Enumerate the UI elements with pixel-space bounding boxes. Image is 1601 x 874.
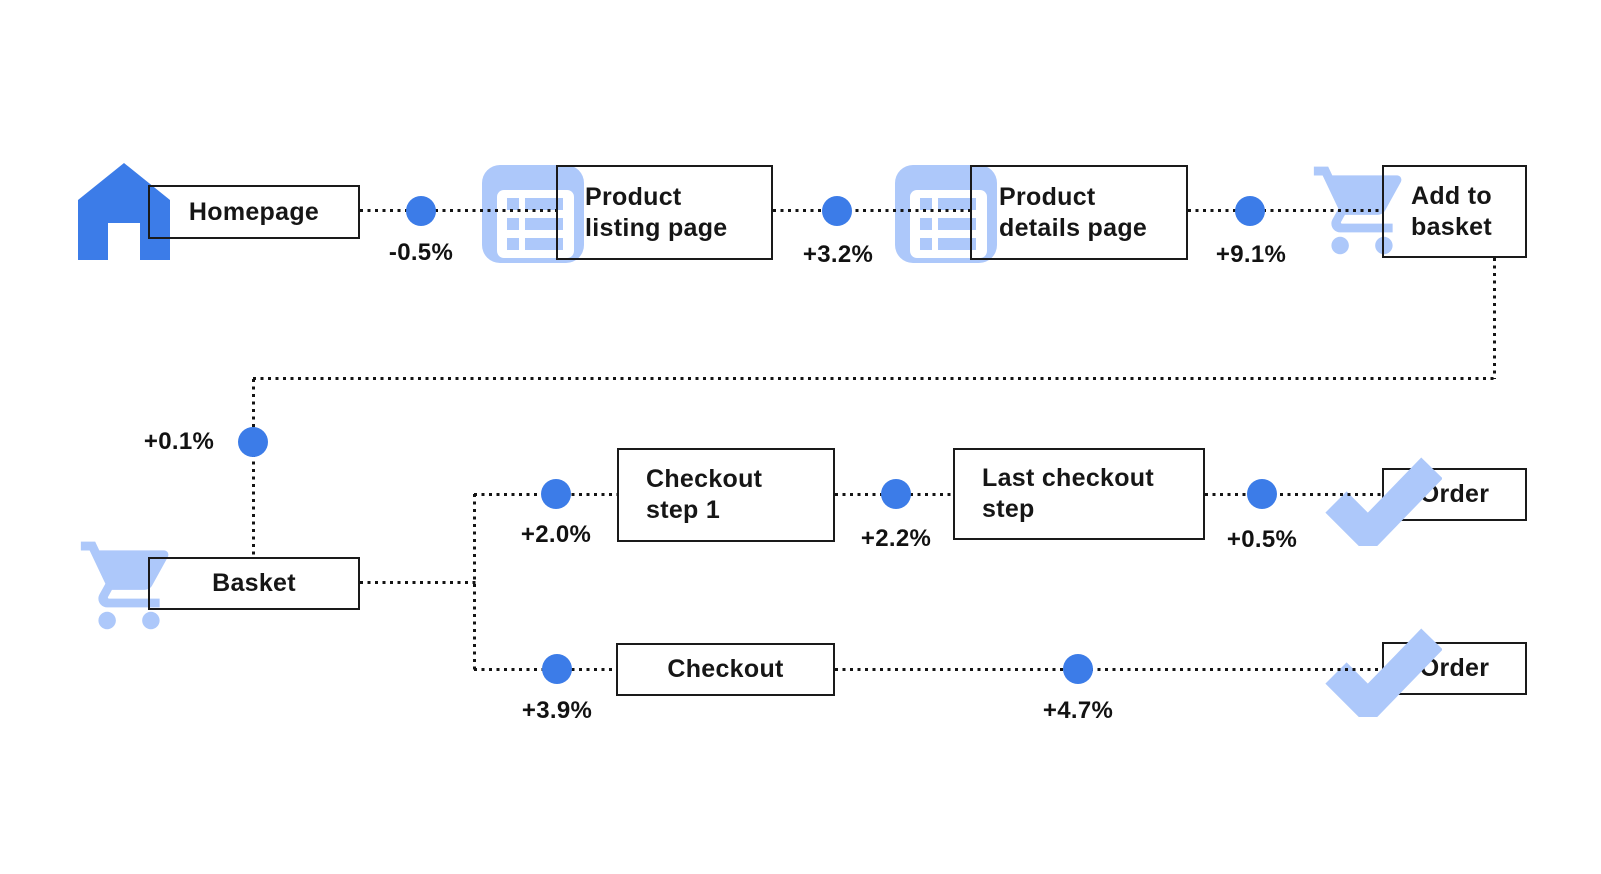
delta-label-listing-details: +3.2% — [802, 241, 874, 268]
node-add-to-basket: Add to basket — [1382, 165, 1527, 258]
node-homepage: Homepage — [148, 185, 360, 239]
conversion-dot — [1235, 196, 1265, 226]
node-label: Product — [585, 182, 682, 211]
connector-down-to-basket — [252, 379, 255, 557]
connector-listing-details — [773, 209, 970, 212]
home-icon — [78, 163, 170, 260]
delta-label-checkout-order: +4.7% — [1042, 697, 1114, 724]
delta-label-step1-laststep: +2.2% — [860, 525, 932, 552]
node-checkout: Checkout — [616, 643, 835, 696]
delta-label-details-addbasket: +9.1% — [1215, 241, 1287, 268]
node-label: Checkout — [667, 655, 784, 683]
node-label: listing page — [585, 213, 728, 242]
delta-label-addbasket-basket: +0.1% — [143, 428, 215, 455]
node-basket: Basket — [148, 557, 360, 610]
conversion-dot — [542, 654, 572, 684]
connector-homepage-listing — [360, 209, 556, 212]
node-label: basket — [1411, 212, 1493, 241]
node-label: Basket — [212, 569, 296, 597]
connector-laststep-order — [1205, 493, 1382, 496]
connector-branch-vertical — [473, 494, 476, 670]
node-label: Last checkout — [982, 464, 1155, 492]
conversion-dot — [406, 196, 436, 226]
cart-icon — [80, 541, 169, 630]
conversion-dot — [238, 427, 268, 457]
node-last-checkout-step: Last checkout step — [953, 448, 1205, 540]
delta-label-homepage-listing: -0.5% — [388, 239, 454, 266]
node-label: step — [982, 495, 1035, 523]
node-label: Homepage — [188, 197, 320, 226]
node-product-listing-page: Product listing page — [556, 165, 773, 260]
delta-label-basket-step1: +2.0% — [520, 521, 592, 548]
node-product-details-page: Product details page — [970, 165, 1188, 260]
conversion-dot — [1247, 479, 1277, 509]
connector-addbasket-basket-horizontal — [253, 377, 1495, 380]
node-label: Add to — [1411, 181, 1492, 210]
connector-addbasket-down — [1493, 258, 1496, 379]
delta-label-basket-checkout: +3.9% — [521, 697, 593, 724]
node-label: Checkout — [646, 465, 763, 493]
connector-details-addbasket — [1188, 209, 1382, 212]
node-label: step 1 — [646, 496, 721, 524]
list-icon — [482, 165, 584, 263]
node-label: Product — [999, 182, 1096, 211]
check-icon — [1325, 457, 1442, 546]
conversion-dot — [541, 479, 571, 509]
connector-checkout-order — [835, 668, 1382, 671]
conversion-dot — [881, 479, 911, 509]
connector-basket-branch — [360, 581, 476, 584]
delta-label-laststep-order: +0.5% — [1226, 526, 1298, 553]
node-checkout-step-1: Checkout step 1 — [617, 448, 835, 542]
conversion-dot — [822, 196, 852, 226]
node-label: details page — [999, 213, 1148, 242]
conversion-dot — [1063, 654, 1093, 684]
check-icon — [1325, 628, 1442, 717]
